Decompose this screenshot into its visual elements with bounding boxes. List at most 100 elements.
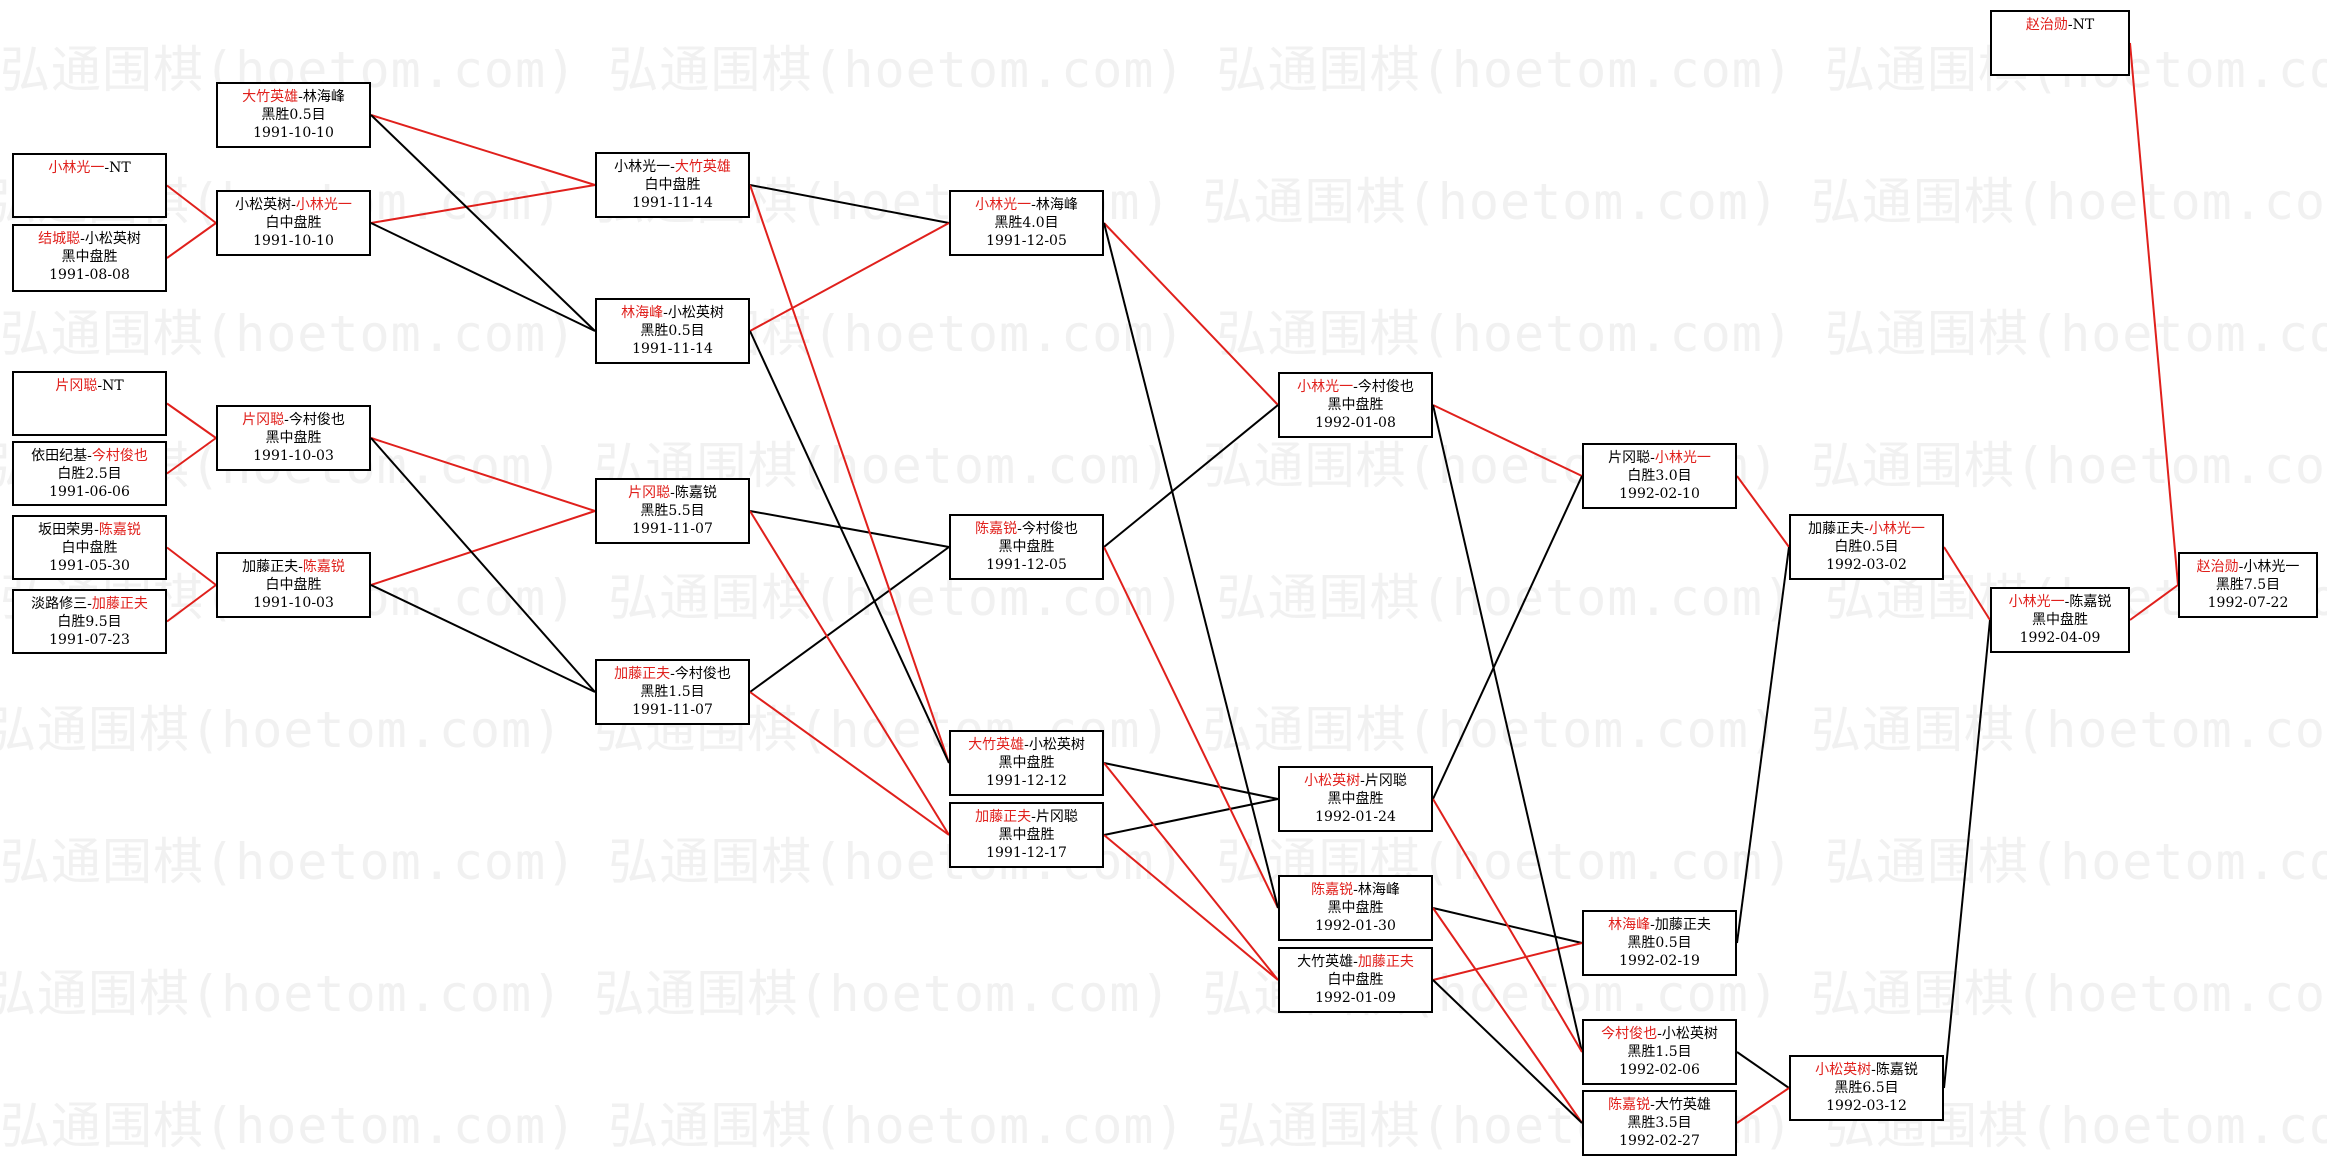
player-white: 小松英树 bbox=[1028, 737, 1085, 753]
match-result: 黑中盘胜 bbox=[1327, 900, 1384, 916]
match-players: 陈嘉锐-大竹英雄 bbox=[1584, 1096, 1735, 1114]
match-box: 小林光一-NT bbox=[12, 153, 167, 218]
match-date: 1991-11-07 bbox=[632, 521, 713, 537]
player-white: 大竹英雄 bbox=[674, 159, 731, 175]
winner-connector bbox=[1736, 475, 1790, 548]
match-result: 黑中盘胜 bbox=[1327, 791, 1384, 807]
match-date: 1991-11-14 bbox=[632, 341, 713, 357]
player-white: NT bbox=[2072, 17, 2095, 33]
winner-connector bbox=[166, 437, 217, 475]
player-white: 加藤正夫 bbox=[1357, 954, 1414, 970]
loser-connector bbox=[370, 114, 596, 332]
match-date: 1992-04-09 bbox=[2019, 630, 2101, 646]
match-date: 1991-12-17 bbox=[986, 845, 1067, 861]
winner-connector bbox=[166, 184, 217, 224]
match-players: 淡路修三-加藤正夫 bbox=[14, 595, 165, 613]
player-white: 小松英树 bbox=[1661, 1026, 1718, 1042]
match-result: 黑胜1.5目 bbox=[1627, 1044, 1692, 1060]
player-white: 加藤正夫 bbox=[91, 596, 148, 612]
match-players: 小林光一-大竹英雄 bbox=[597, 158, 748, 176]
match-players: 大竹英雄-加藤正夫 bbox=[1280, 953, 1431, 971]
player-separator: - bbox=[1650, 450, 1655, 466]
player-separator: - bbox=[1353, 379, 1358, 395]
winner-connector bbox=[370, 510, 596, 586]
match-players: 小松英树-小林光一 bbox=[218, 196, 369, 214]
player-black: 片冈聪 bbox=[1608, 450, 1651, 466]
loser-connector bbox=[1432, 979, 1583, 1124]
player-black: 淡路修三 bbox=[31, 596, 88, 612]
match-result: 白胜3.0目 bbox=[1627, 468, 1692, 484]
player-white: 今村俊也 bbox=[674, 666, 731, 682]
match-result: 黑中盘胜 bbox=[61, 249, 118, 265]
player-black: 结城聪 bbox=[38, 231, 81, 247]
match-players: 大竹英雄-小松英树 bbox=[951, 736, 1102, 754]
player-black: 小林光一 bbox=[1297, 379, 1354, 395]
player-black: 林海峰 bbox=[621, 305, 664, 321]
player-black: 赵治勋 bbox=[2196, 559, 2239, 575]
player-white: 加藤正夫 bbox=[1654, 917, 1711, 933]
match-result: 白胜2.5目 bbox=[57, 466, 122, 482]
match-date: 1992-01-09 bbox=[1315, 990, 1396, 1006]
player-black: 大竹英雄 bbox=[968, 737, 1025, 753]
player-black: 大竹英雄 bbox=[1297, 954, 1354, 970]
player-white: 小林光一 bbox=[1654, 450, 1711, 466]
player-white: 陈嘉锐 bbox=[674, 485, 717, 501]
player-separator: - bbox=[670, 666, 675, 682]
player-white: 陈嘉锐 bbox=[1875, 1062, 1918, 1078]
player-separator: - bbox=[1650, 1097, 1655, 1113]
match-result: 黑胜6.5目 bbox=[1834, 1080, 1899, 1096]
player-black: 大竹英雄 bbox=[242, 89, 299, 105]
match-result: 黑中盘胜 bbox=[265, 430, 322, 446]
winner-connector bbox=[370, 114, 596, 186]
player-white: 片冈聪 bbox=[1035, 809, 1078, 825]
match-players: 片冈聪-陈嘉锐 bbox=[597, 484, 748, 502]
player-separator: - bbox=[94, 522, 99, 538]
player-white: 林海峰 bbox=[1035, 197, 1078, 213]
match-box: 加藤正夫-片冈聪黑中盘胜 1991-12-17 bbox=[949, 802, 1104, 868]
winner-connector bbox=[166, 584, 217, 623]
match-result: 黑胜0.5目 bbox=[640, 323, 705, 339]
match-players: 加藤正夫-陈嘉锐 bbox=[218, 558, 369, 576]
match-players: 今村俊也-小松英树 bbox=[1584, 1025, 1735, 1043]
match-result: 白中盘胜 bbox=[61, 540, 118, 556]
player-black: 林海峰 bbox=[1608, 917, 1651, 933]
player-black: 加藤正夫 bbox=[975, 809, 1032, 825]
player-separator: - bbox=[1871, 1062, 1876, 1078]
match-date: 1992-02-19 bbox=[1619, 953, 1700, 969]
player-black: 片冈聪 bbox=[628, 485, 671, 501]
match-result: 黑中盘胜 bbox=[1327, 397, 1384, 413]
winner-connector bbox=[1103, 762, 1279, 981]
winner-connector bbox=[166, 546, 217, 586]
player-separator: - bbox=[284, 412, 289, 428]
player-separator: - bbox=[298, 89, 303, 105]
match-result: 白中盘胜 bbox=[644, 177, 701, 193]
player-white: NT bbox=[109, 160, 131, 176]
player-black: 陈嘉锐 bbox=[1311, 882, 1354, 898]
match-players: 加藤正夫-片冈聪 bbox=[951, 808, 1102, 826]
match-date: 1992-02-27 bbox=[1619, 1133, 1700, 1149]
match-result: 黑中盘胜 bbox=[998, 827, 1055, 843]
player-black: 小松英树 bbox=[1815, 1062, 1872, 1078]
player-black: 片冈聪 bbox=[242, 412, 285, 428]
player-black: 小林光一 bbox=[2008, 594, 2065, 610]
match-result: 白胜0.5目 bbox=[1834, 539, 1899, 555]
loser-connector bbox=[1736, 1051, 1790, 1089]
winner-connector bbox=[1432, 798, 1583, 1053]
winner-connector bbox=[1943, 546, 1991, 621]
match-players: 小松英树-片冈聪 bbox=[1280, 772, 1431, 790]
player-black: 小松英树 bbox=[1304, 773, 1361, 789]
player-black: 赵治勋 bbox=[2025, 17, 2068, 33]
player-white: 片冈聪 bbox=[1364, 773, 1407, 789]
winner-connector bbox=[370, 437, 596, 512]
loser-connector bbox=[1103, 762, 1279, 800]
match-date: 1991-10-03 bbox=[253, 595, 334, 611]
